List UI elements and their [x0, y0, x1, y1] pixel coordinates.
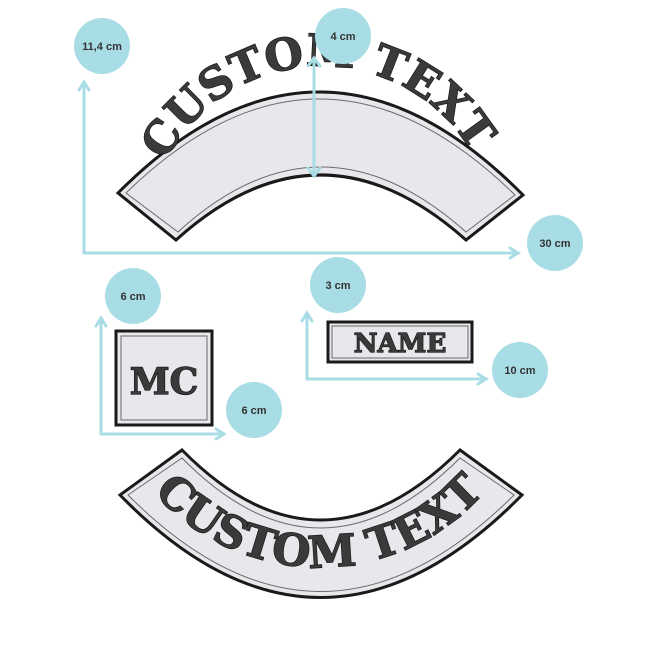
top-rocker-patch: CUSTOM TEXT — [115, 25, 526, 242]
name-tab-patch: NAME — [326, 320, 474, 364]
label-top-height: 11,4 cm — [82, 41, 122, 53]
center-patch-inner-border — [120, 335, 208, 421]
name-tab-text: NAME — [354, 329, 447, 359]
label-name-height: 3 cm — [325, 280, 350, 292]
bottom-rocker-inner-border — [127, 457, 515, 592]
name-tab-shape — [326, 320, 474, 364]
center-patch-shape — [114, 329, 214, 427]
badge-top-band — [315, 8, 371, 64]
badge-top-width — [527, 215, 583, 271]
top-rocker-dimensions: 11,4 cm 4 cm 30 cm — [74, 8, 583, 271]
badge-center-width — [226, 382, 282, 438]
top-rocker-band-arrowhead-bottom — [306, 166, 322, 179]
label-name-width: 10 cm — [504, 365, 535, 377]
label-center-height: 6 cm — [120, 291, 145, 303]
center-height-arrowhead — [94, 315, 108, 328]
label-center-width: 6 cm — [241, 405, 266, 417]
top-rocker-height-arrowhead — [77, 79, 91, 92]
label-top-band: 4 cm — [330, 31, 355, 43]
center-patch-dimensions: 6 cm 6 cm — [94, 268, 282, 441]
bottom-rocker-shape — [117, 448, 525, 599]
name-width-arrowhead — [476, 372, 489, 386]
top-rocker-width-arrowhead — [508, 246, 521, 260]
badge-name-width — [492, 342, 548, 398]
badge-top-height — [74, 18, 130, 74]
bottom-rocker-patch: CUSTOM TEXT — [117, 448, 525, 599]
label-top-width: 30 cm — [539, 238, 570, 250]
name-height-arrowhead — [300, 310, 314, 323]
name-tab-dimensions: 3 cm 10 cm — [300, 257, 548, 398]
center-patch-text: MC — [130, 361, 199, 403]
name-tab-inner-border — [331, 325, 469, 359]
top-rocker-band-arrowhead-top — [306, 55, 322, 68]
badge-center-height — [105, 268, 161, 324]
top-rocker-inner-border — [125, 98, 516, 233]
badge-name-height — [310, 257, 366, 313]
top-rocker-shape — [115, 90, 526, 242]
center-patch: MC — [114, 329, 214, 427]
center-width-arrowhead — [214, 427, 227, 441]
